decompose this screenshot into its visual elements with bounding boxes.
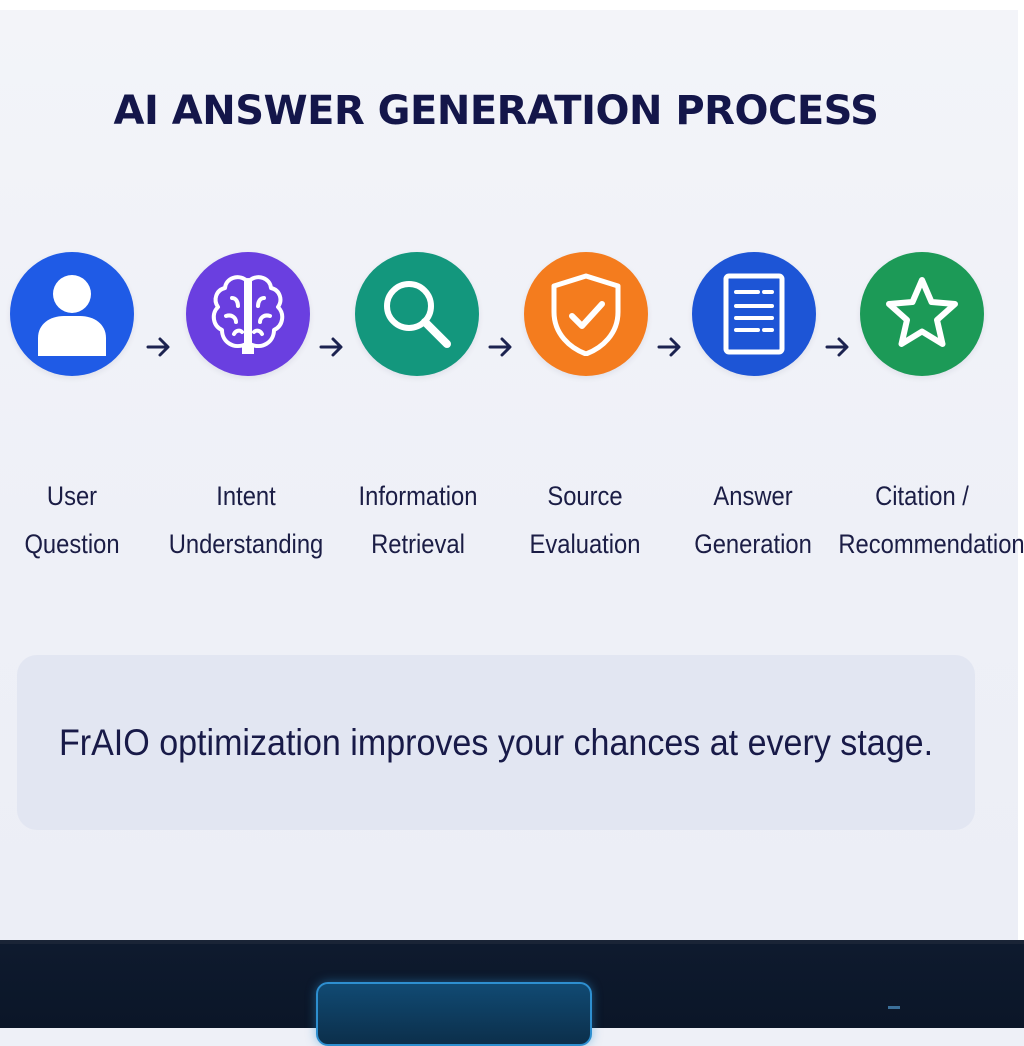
arrow-right-icon: [825, 337, 849, 357]
brain-icon: [211, 275, 285, 354]
shield-check-icon: [551, 273, 621, 356]
step-label-line: Understanding: [168, 529, 324, 559]
step-information-retrieval: [355, 252, 479, 376]
step-intent-understanding: [186, 252, 310, 376]
star-icon: [886, 277, 958, 347]
step-label: Intent Understanding: [162, 472, 329, 568]
step-source-evaluation: [524, 252, 648, 376]
step-user-question: [10, 252, 134, 376]
arrow-right-icon: [488, 337, 512, 357]
step-citation-recommendation: [860, 252, 984, 376]
arrow-right-icon: [146, 337, 170, 357]
user-icon: [38, 275, 106, 356]
step-label-line: Intent: [216, 481, 276, 511]
step-label-line: Evaluation: [529, 529, 641, 559]
search-icon: [384, 281, 451, 348]
step-label: User Question: [0, 472, 156, 568]
step-label: Information Retrieval: [334, 472, 501, 568]
step-answer-generation: [692, 252, 816, 376]
step-label-line: Answer: [713, 481, 793, 511]
arrow-right-icon: [657, 337, 681, 357]
footer-button[interactable]: [316, 982, 592, 1046]
note-box: [17, 655, 975, 830]
page-title: AI ANSWER GENERATION PROCESS: [113, 88, 879, 134]
top-edge: [0, 0, 1024, 10]
step-label-line: Recommendation: [838, 529, 1024, 559]
footer-mark: [888, 1006, 900, 1009]
step-label-line: Retrieval: [371, 529, 465, 559]
step-label-line: Question: [24, 529, 120, 559]
arrow-right-icon: [319, 337, 343, 357]
document-icon: [723, 273, 785, 355]
step-label-line: Citation /: [875, 481, 969, 511]
step-label-line: User: [46, 481, 98, 511]
step-label: Answer Generation: [669, 472, 836, 568]
step-label-line: Information: [358, 481, 478, 511]
step-label: Citation / Recommendation: [838, 472, 1024, 568]
note-text: FrAIO optimization improves your chances…: [58, 722, 934, 763]
step-label-line: Source: [547, 481, 623, 511]
step-label-line: Generation: [694, 529, 812, 559]
right-edge: [1018, 10, 1024, 940]
step-label: Source Evaluation: [501, 472, 668, 568]
